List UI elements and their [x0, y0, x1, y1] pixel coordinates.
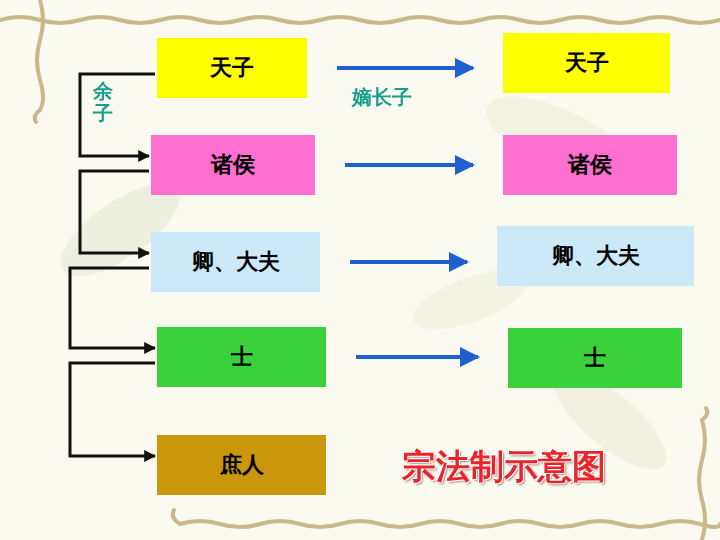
rank-label: 天子	[565, 48, 609, 78]
succession-arrow	[345, 163, 473, 167]
branch-bracket	[80, 171, 149, 253]
rank-label: 士	[584, 343, 606, 373]
succession-arrow	[337, 66, 473, 70]
edge-label: 嫡长子	[352, 84, 412, 111]
rank-label: 天子	[210, 53, 254, 83]
rank-box: 天子	[503, 33, 670, 93]
edge-label: 余子	[93, 80, 113, 124]
diagram-title: 宗法制示意图	[402, 444, 606, 490]
branch-bracket	[80, 74, 155, 156]
succession-arrow	[350, 260, 467, 264]
succession-arrow	[356, 355, 478, 359]
rank-box: 庶人	[157, 435, 326, 495]
rank-box: 诸侯	[151, 135, 315, 195]
rank-box: 诸侯	[503, 135, 677, 195]
rank-box: 卿、大夫	[497, 226, 694, 286]
rank-label: 诸侯	[568, 150, 612, 180]
rank-label: 诸侯	[211, 150, 255, 180]
rank-label: 庶人	[220, 450, 264, 480]
rank-label: 卿、大夫	[192, 247, 280, 277]
rank-box: 卿、大夫	[151, 232, 320, 292]
rank-label: 士	[231, 342, 253, 372]
branch-bracket	[70, 363, 155, 456]
rank-box: 士	[508, 328, 682, 388]
rank-box: 士	[157, 327, 326, 387]
branch-bracket	[70, 268, 155, 348]
rank-box: 天子	[157, 38, 307, 98]
rank-label: 卿、大夫	[552, 241, 640, 271]
